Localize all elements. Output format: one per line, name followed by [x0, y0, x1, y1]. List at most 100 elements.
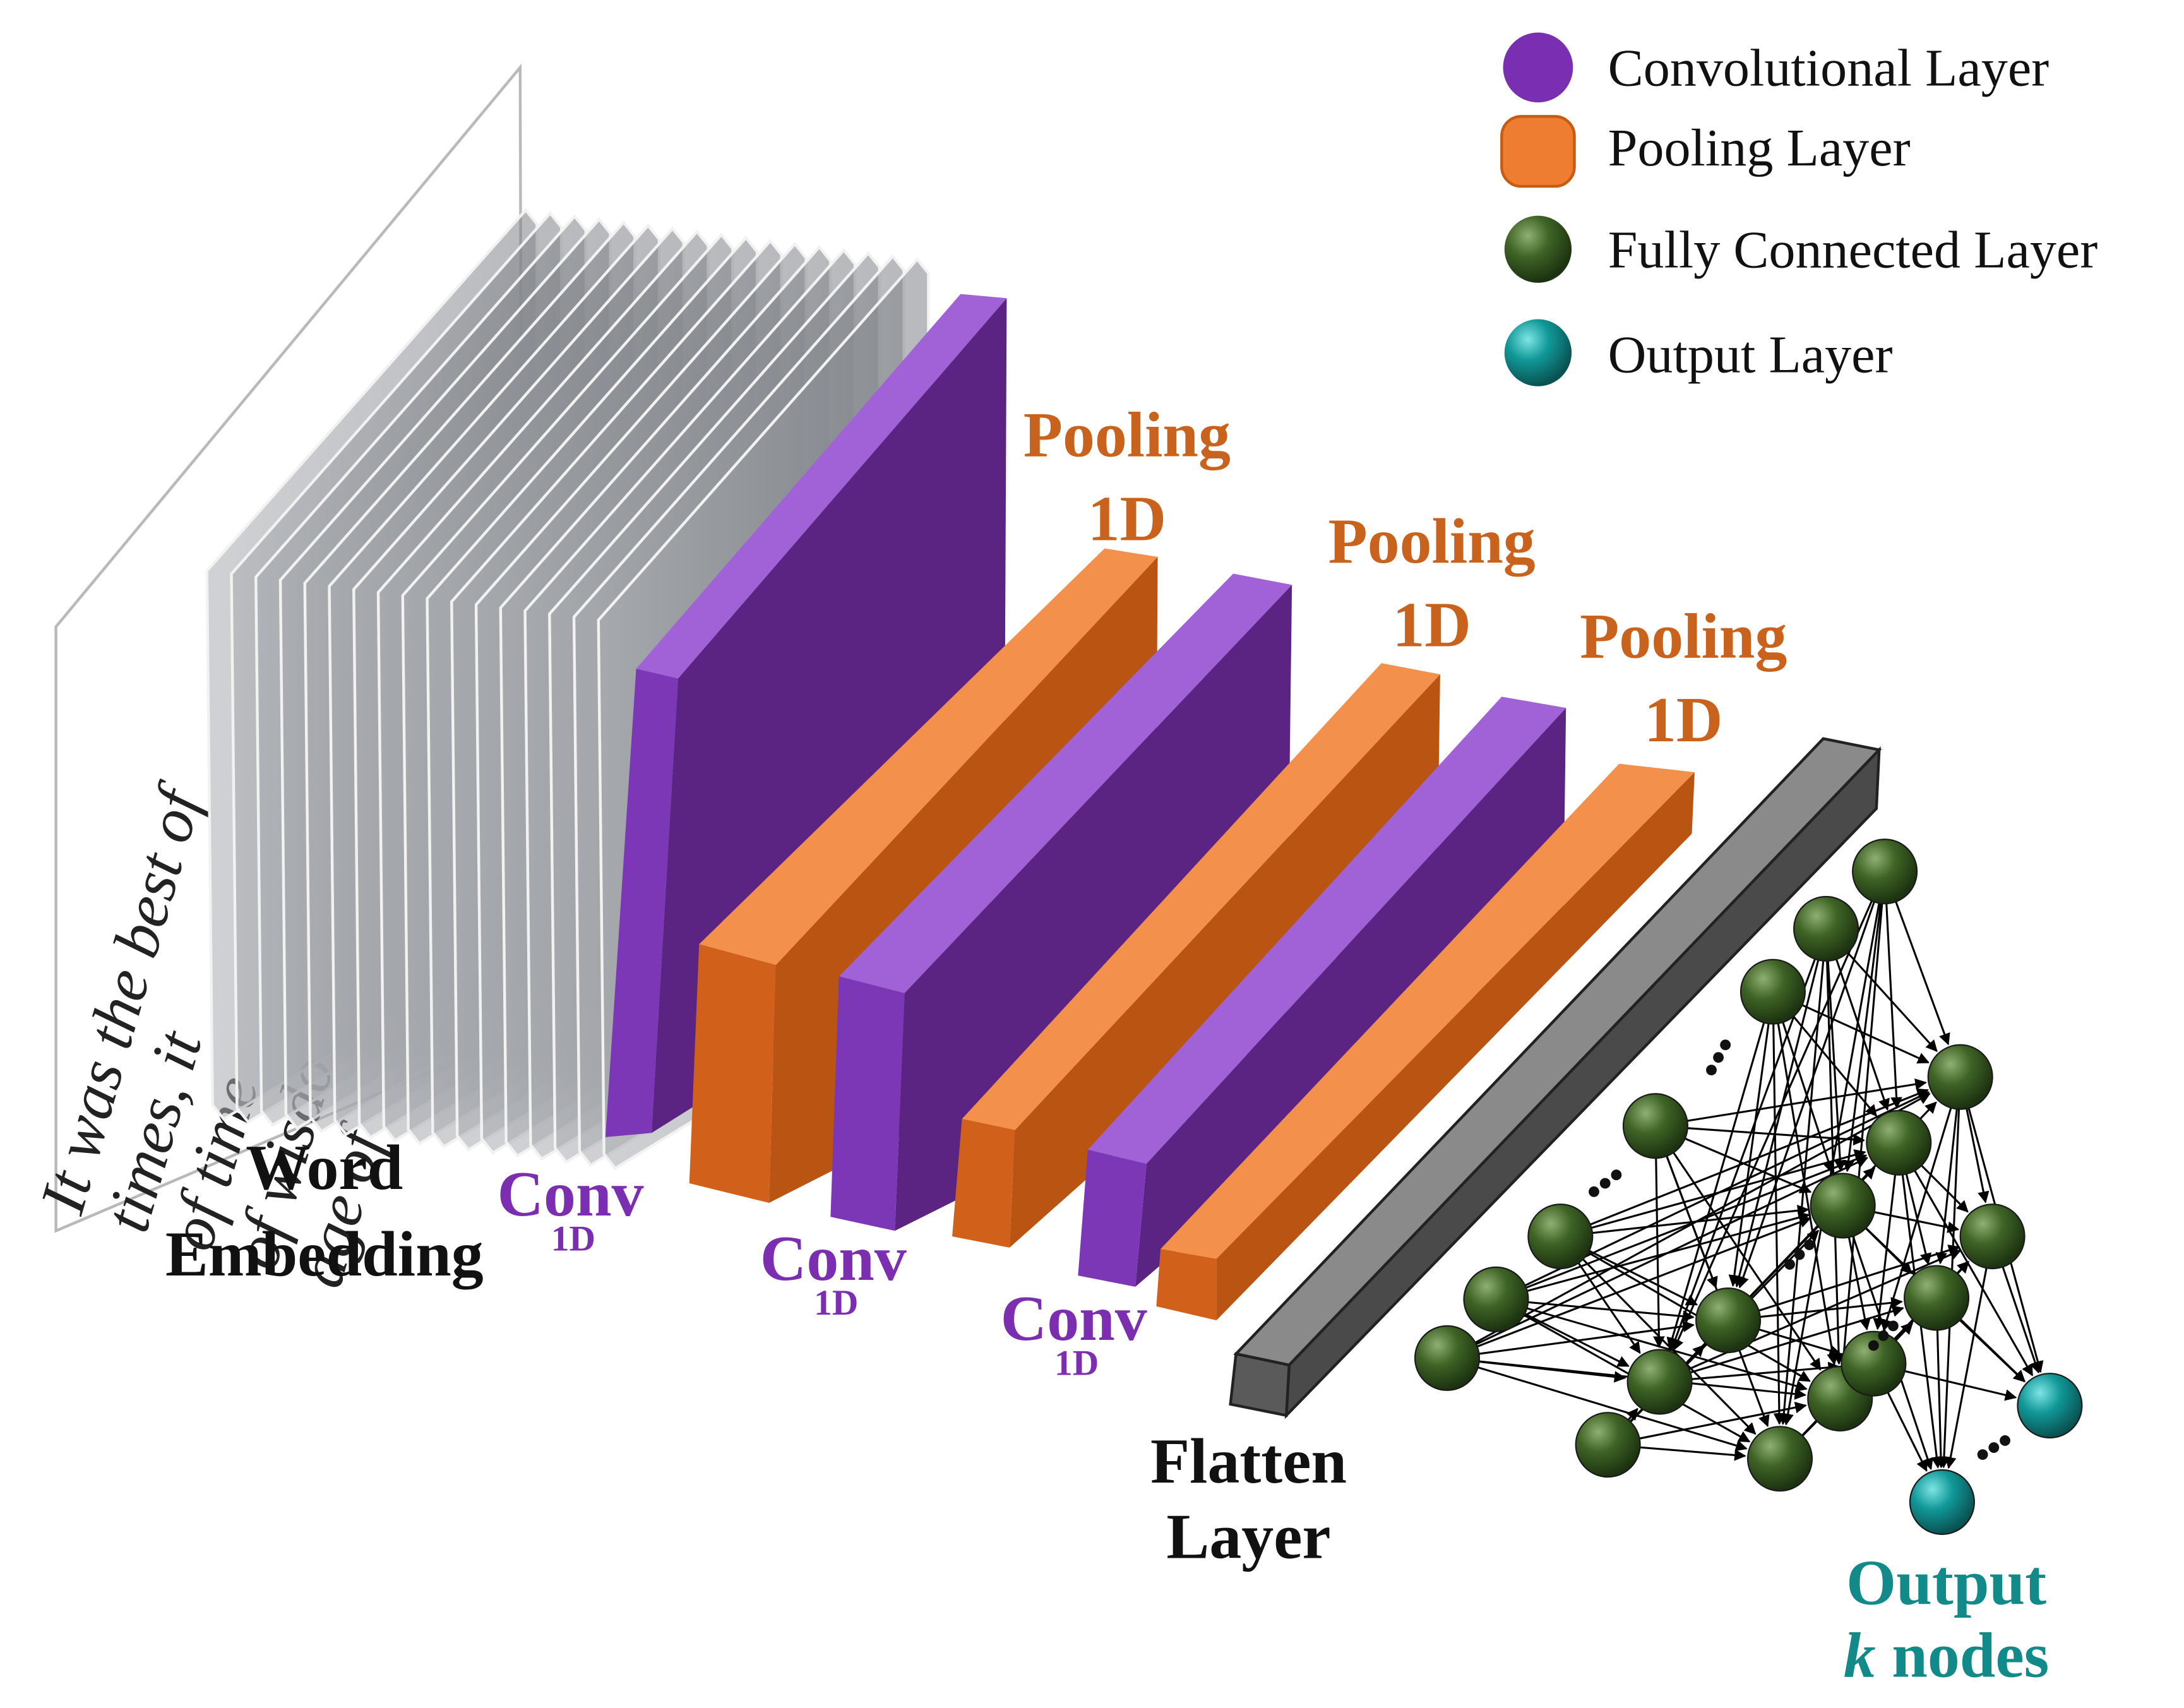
- pooling-label-main: Pooling: [1023, 399, 1231, 470]
- ellipsis-dot: [1988, 1442, 2000, 1453]
- conv-label-2: Conv 1D: [760, 1223, 907, 1323]
- pooling-label-sub: 1D: [1088, 483, 1167, 554]
- network-edge: [1639, 1401, 1807, 1440]
- network-edge: [1847, 1237, 1871, 1331]
- pooling-layer-1-side-face: [689, 944, 777, 1203]
- legend-output-icon: [1504, 319, 1572, 386]
- network-edge: [1959, 1319, 2026, 1383]
- ellipsis-dot: [1589, 1186, 1599, 1197]
- network-edge: [1592, 1204, 1810, 1234]
- network-edge: [1590, 1088, 1929, 1226]
- network-edge: [1782, 1022, 1835, 1174]
- fully-connected-node: [1793, 895, 1859, 962]
- conv-layer-3: [1078, 696, 1566, 1287]
- network-edge: [1945, 1267, 1988, 1469]
- ellipsis-dot: [1713, 1052, 1724, 1063]
- output-label-nodes: nodes: [1876, 1620, 2050, 1692]
- network-edge: [1686, 1078, 1927, 1122]
- fully-connected-node: [1414, 1325, 1481, 1391]
- pooling-label-sub: 1D: [1392, 590, 1471, 661]
- network-edge: [1524, 1091, 1930, 1287]
- output-node: [1909, 1469, 1975, 1535]
- legend-pooling-label: Pooling Layer: [1608, 119, 1911, 177]
- network-edge: [1626, 1407, 1638, 1421]
- ellipsis-dot: [1706, 1065, 1717, 1076]
- ellipsis-dot: [1878, 1330, 1889, 1341]
- network-edge: [1966, 1108, 1990, 1203]
- network-edge: [1669, 959, 1816, 1351]
- network-edge: [1874, 1211, 1960, 1233]
- legend-output-label: Output Layer: [1608, 326, 1893, 385]
- fully-connected-node: [1575, 1412, 1641, 1478]
- fully-connected-node: [1527, 1203, 1594, 1270]
- network-edge: [2002, 1266, 2041, 1374]
- ellipsis-dot: [1794, 1249, 1805, 1260]
- ellipsis-dot: [2000, 1435, 2010, 1446]
- pooling-layer-3: [1156, 763, 1695, 1321]
- fully-connected-node: [1695, 1287, 1762, 1354]
- network-edge: [1758, 1245, 1960, 1312]
- conv-layer-1-top-face: [636, 294, 1007, 679]
- network-edge: [1474, 1092, 1931, 1344]
- output-node: [2017, 1373, 2083, 1439]
- ellipsis-dots: [1784, 1239, 1815, 1270]
- conv-layer-3-front-face: [1135, 708, 1566, 1287]
- network-ellipses: [1589, 1039, 2010, 1460]
- network-edge: [1801, 1004, 1930, 1064]
- network-edge: [1873, 1174, 1897, 1330]
- pooling-layer-2-front-face: [1009, 674, 1440, 1248]
- conv-label-main: Conv: [1001, 1283, 1147, 1354]
- conv-layer-2-side-face: [830, 976, 905, 1231]
- conv-label-3: Conv 1D: [1001, 1283, 1147, 1383]
- flatten-label-line2: Layer: [1166, 1501, 1330, 1572]
- layer-blocks: [605, 294, 1882, 1419]
- fully-connected-node: [1927, 1044, 1993, 1110]
- network-edge: [1935, 1330, 1947, 1469]
- conv-layer-2-top-face: [838, 573, 1292, 993]
- fully-connected-node: [1903, 1265, 1970, 1331]
- pooling-label-2: Pooling 1D: [1328, 506, 1535, 661]
- network-edge: [1842, 903, 1882, 1173]
- ellipsis-dot: [1599, 1178, 1611, 1189]
- fully-connected-node: [1852, 839, 1918, 905]
- network-edge: [1653, 1158, 1665, 1348]
- pooling-layer-2-side-face: [952, 1119, 1015, 1248]
- network-edge: [1847, 952, 1938, 1053]
- pooling-layer-3-front-face: [1216, 772, 1695, 1321]
- legend-pooling-icon: [1500, 115, 1576, 188]
- fully-connected-node: [1626, 1349, 1693, 1415]
- conv-layer-3-top-face: [1087, 696, 1566, 1164]
- network-edge: [1666, 1022, 1765, 1350]
- output-label-line1: Output: [1846, 1548, 2046, 1619]
- pooling-label-main: Pooling: [1580, 600, 1787, 672]
- network-edge: [1885, 903, 1902, 1109]
- network-edge: [1479, 1320, 1695, 1355]
- ellipsis-dot: [1611, 1169, 1622, 1181]
- output-label-line2: k nodes: [1844, 1620, 2049, 1692]
- conv-label-main: Conv: [497, 1159, 643, 1230]
- word-embedding-label-line2: Embedding: [165, 1219, 484, 1290]
- ellipsis-dot: [1868, 1340, 1879, 1351]
- network-edge: [1935, 1109, 1958, 1265]
- flatten-layer-label: Flatten Layer: [1150, 1426, 1347, 1573]
- fully-connected-node: [1810, 1173, 1876, 1239]
- legend-fully-connected-icon: [1504, 215, 1572, 283]
- output-label: Output k nodes: [1844, 1548, 2049, 1692]
- network-edge: [1793, 1015, 1877, 1117]
- network-edge: [1589, 1250, 1698, 1306]
- network-edge: [1692, 1361, 1841, 1380]
- network-edge: [1835, 959, 1890, 1111]
- network-edge: [1690, 1305, 1904, 1374]
- ellipsis-dot: [1804, 1239, 1815, 1250]
- word-embedding-label-line1: Word: [246, 1132, 403, 1203]
- network-edge: [1905, 1173, 1932, 1265]
- pooling-layer-3-top-face: [1161, 763, 1695, 1259]
- network-edge: [1733, 960, 1820, 1288]
- network-edge: [1673, 900, 1873, 1351]
- flatten-layer-side-face: [1229, 1352, 1291, 1418]
- pooling-label-3: Pooling 1D: [1580, 600, 1787, 756]
- ellipsis-dots: [1589, 1169, 1622, 1197]
- fully-connected-node: [1739, 959, 1806, 1025]
- network-edge: [1777, 1023, 1839, 1366]
